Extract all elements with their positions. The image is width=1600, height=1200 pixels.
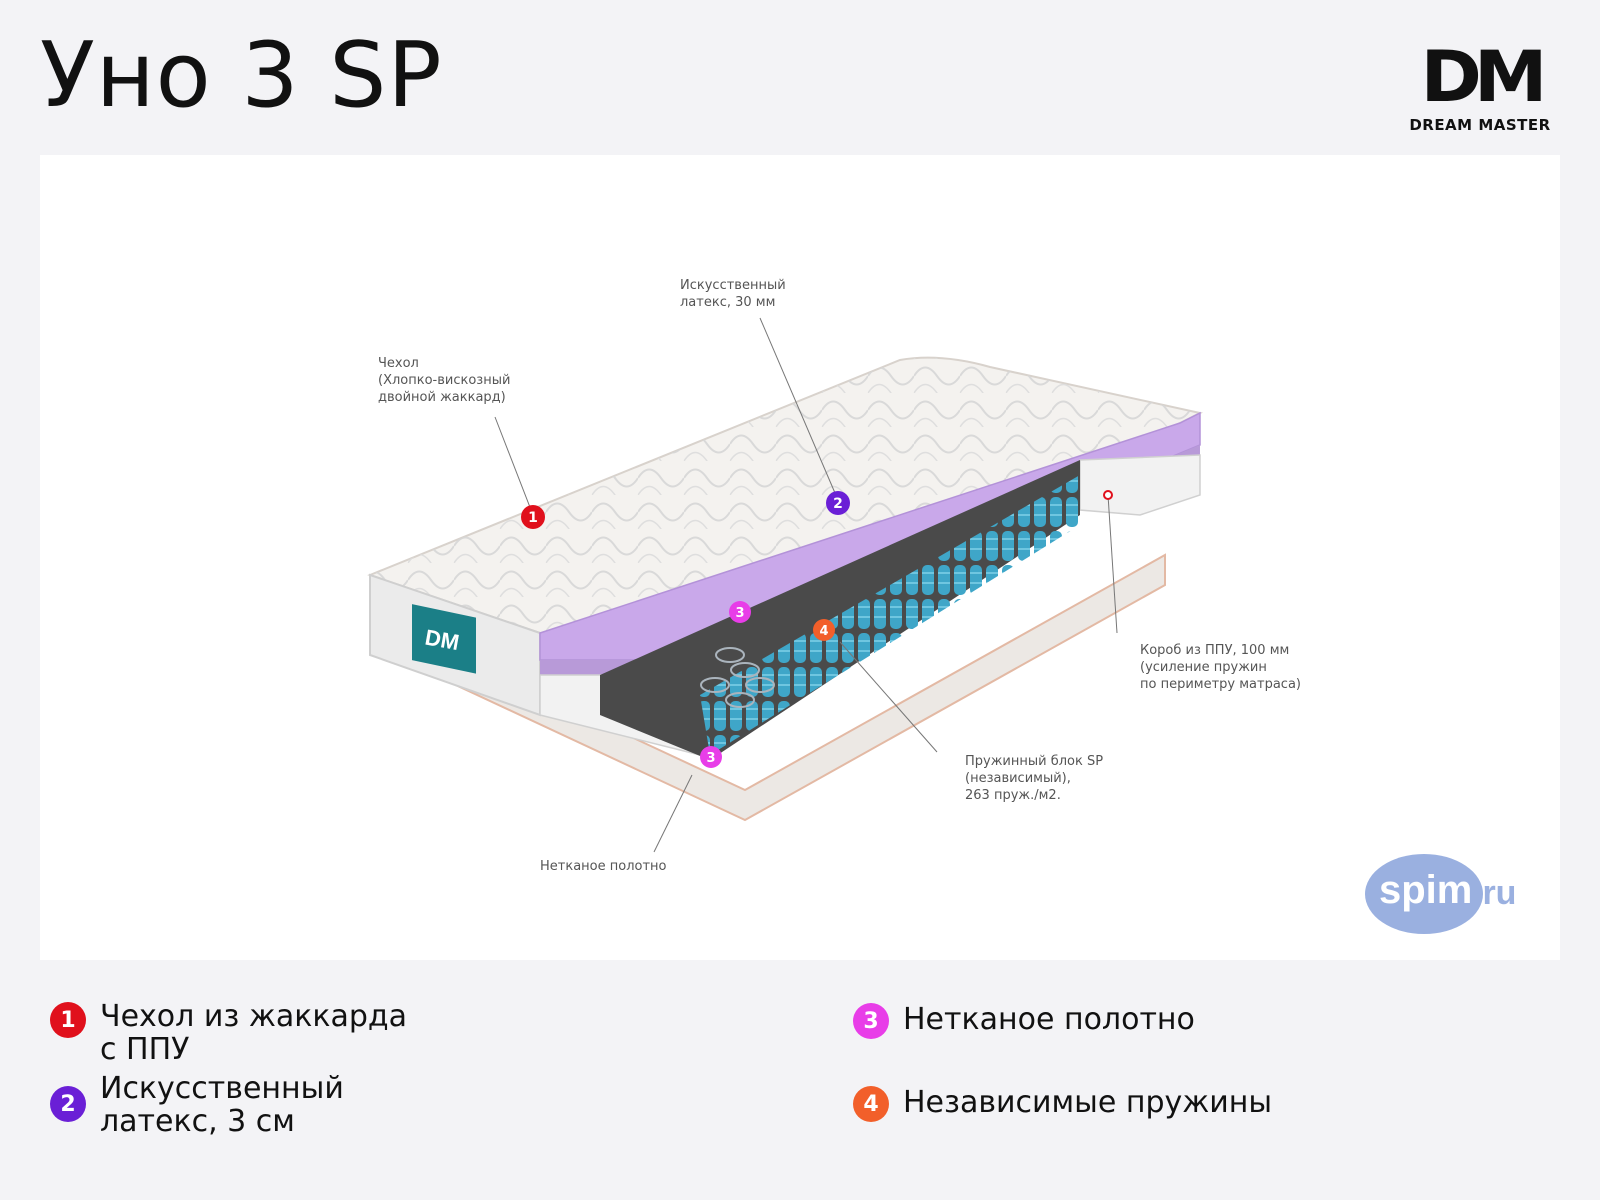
mattress-illustration: DM [367, 317, 1203, 853]
legend-item-2: 2 Искусственный латекс, 3 см [50, 1072, 344, 1138]
legend-label-4: Независимые пружины [903, 1085, 1273, 1120]
marker-2: 2 [826, 491, 850, 515]
spim-blob [1365, 854, 1483, 934]
legend-label-3: Нетканое полотно [903, 1002, 1195, 1037]
marker-2-label: 2 [833, 496, 843, 512]
callout-foam-box: Короб из ППУ, 100 мм (усиление пружин по… [1140, 643, 1301, 692]
marker-3-bottom-label: 3 [706, 751, 715, 766]
brand-logo: DM DREAM MASTER [1400, 40, 1560, 134]
callout-spring-block: Пружинный блок SP (независимый), 263 пру… [965, 754, 1104, 803]
open-springs [700, 647, 775, 708]
marker-3-bottom: 3 [700, 746, 722, 768]
callout-nonwoven: Нетканое полотно [540, 859, 667, 874]
legend-label-2: Искусственный латекс, 3 см [100, 1071, 344, 1139]
marker-1: 1 [521, 505, 545, 529]
spim-main: spim [1379, 868, 1473, 912]
marker-1-label: 1 [528, 510, 538, 526]
legend-badge-3: 3 [853, 1003, 889, 1039]
legend-badge-4: 4 [853, 1086, 889, 1122]
legend-item-4: 4 Независимые пружины [853, 1086, 1272, 1122]
callout-cover: Чехол (Хлопко-вискозный двойной жаккард) [378, 356, 511, 405]
legend-badge-2: 2 [50, 1086, 86, 1122]
page-title: Уно 3 SP [40, 23, 443, 128]
legend-badge-1: 1 [50, 1002, 86, 1038]
marker-4: 4 [813, 619, 835, 641]
callout-latex: Искусственный латекс, 30 мм [680, 278, 786, 310]
legend-item-3: 3 Нетканое полотно [853, 1003, 1195, 1039]
brand-name: DREAM MASTER [1409, 116, 1551, 134]
svg-text:DM: DM [423, 625, 461, 656]
legend-label-1: Чехол из жаккарда с ППУ [100, 999, 408, 1067]
mattress-diagram: DM [40, 155, 1560, 960]
foam-box-back [1079, 454, 1201, 516]
marker-3-top: 3 [729, 601, 751, 623]
spim-watermark: spim .ru [1365, 854, 1530, 934]
brand-mark: DM [1420, 36, 1547, 118]
leader-lines [494, 317, 1118, 853]
marker-3-top-label: 3 [735, 606, 744, 621]
marker-4-label: 4 [819, 624, 828, 639]
spring-block [700, 475, 1080, 755]
box-dot [1103, 490, 1113, 500]
spim-suffix: .ru [1473, 874, 1517, 912]
legend-item-1: 1 Чехол из жаккарда с ППУ [50, 1000, 407, 1066]
